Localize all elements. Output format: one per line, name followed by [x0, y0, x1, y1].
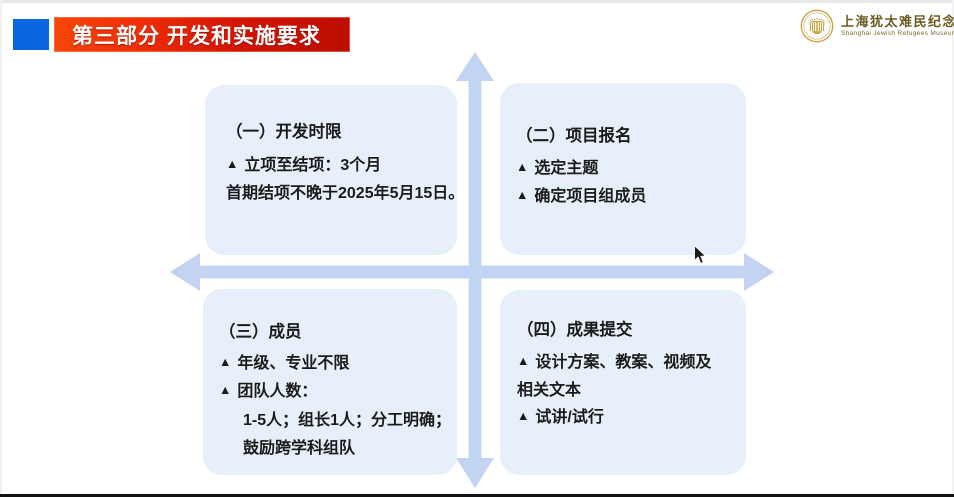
quadrant-2-line-1: ▲ 选定主题 [516, 155, 646, 183]
quadrant-3-line-2: ▲ 团队人数： [219, 378, 451, 406]
quadrant-2-content: （二）项目报名 ▲ 选定主题 ▲ 确定项目组成员 [516, 122, 646, 210]
triangle-bullet-icon: ▲ [516, 160, 529, 174]
quadrant-4-line-3: ▲ 试讲/试行 [517, 404, 711, 432]
quadrant-3-line-4: 鼓励跨学科组队 [219, 435, 451, 463]
menorah-emblem-icon [800, 9, 834, 43]
quadrant-3-line-1: ▲ 年级、专业不限 [219, 350, 451, 378]
triangle-bullet-icon: ▲ [226, 157, 239, 171]
quadrant-4-line-1: ▲ 设计方案、教案、视频及 [517, 349, 711, 377]
quadrant-3-line-2-text: 团队人数： [237, 383, 318, 401]
quadrant-2-line-2: ▲ 确定项目组成员 [516, 183, 646, 211]
quadrant-2-line-2-text: 确定项目组成员 [534, 187, 647, 205]
quadrant-2-line-1-text: 选定主题 [534, 160, 599, 177]
triangle-bullet-icon: ▲ [516, 187, 529, 202]
horizontal-axis-arrow [170, 253, 774, 291]
quadrant-1-line-1: ▲ 立项至结项：3个月 [226, 152, 464, 180]
quadrant-1-line-1-text: 立项至结项：3个月 [244, 157, 382, 174]
quadrant-4-title: （四）成果提交 [517, 321, 633, 339]
museum-name-en: Shanghai Jewish Refugees Museum [841, 30, 954, 37]
quadrant-box-3 [203, 289, 457, 475]
quadrant-4-line-2: 相关文本 [517, 377, 711, 405]
quadrant-4-line-1-text: 设计方案、教案、视频及 [535, 354, 712, 371]
quadrant-4-line-3-text: 试讲/试行 [535, 409, 604, 427]
quadrant-3-line-1-text: 年级、专业不限 [237, 355, 350, 372]
triangle-bullet-icon: ▲ [517, 354, 530, 368]
quadrant-1-title: （一）开发时限 [226, 123, 342, 141]
page-title: 第三部分 开发和实施要求 [72, 24, 321, 48]
quadrant-4-line-2-text: 相关文本 [517, 381, 582, 399]
museum-name-cn: 上海犹太难民纪念馆 [841, 13, 954, 29]
mouse-pointer-icon [694, 245, 707, 264]
frame-edge-top [0, 0, 954, 3]
quadrant-box-1 [205, 85, 457, 255]
quadrant-3-title: （三）成员 [219, 323, 302, 341]
frame-edge-left [0, 0, 2, 494]
quadrant-3-line-3-text: 1-5人；组长1人；分工明确； [243, 411, 452, 429]
header-banner: 第三部分 开发和实施要求 [54, 17, 350, 52]
quadrant-3-line-3: 1-5人；组长1人；分工明确； [219, 407, 451, 435]
quadrant-1-content: （一）开发时限 ▲ 立项至结项：3个月 首期结项不晚于2025年5月15日。 [226, 118, 464, 207]
quadrant-3-line-4-text: 鼓励跨学科组队 [243, 440, 356, 458]
triangle-bullet-icon: ▲ [219, 383, 232, 398]
museum-logo: 上海犹太难民纪念馆 Shanghai Jewish Refugees Museu… [800, 9, 954, 43]
triangle-bullet-icon: ▲ [219, 355, 232, 369]
quadrant-box-4 [500, 290, 746, 475]
quadrant-4-content: （四）成果提交 ▲ 设计方案、教案、视频及 相关文本 ▲ 试讲/试行 [517, 316, 711, 432]
frame-edge-right [952, 0, 954, 494]
triangle-bullet-icon: ▲ [517, 409, 530, 424]
quadrant-1-line-2-text: 首期结项不晚于2025年5月15日。 [226, 184, 465, 202]
museum-logo-text: 上海犹太难民纪念馆 Shanghai Jewish Refugees Museu… [841, 13, 954, 37]
frame-edge-bottom [0, 494, 954, 497]
quadrant-3-content: （三）成员 ▲ 年级、专业不限 ▲ 团队人数： 1-5人；组长1人；分工明确； 鼓励… [219, 318, 451, 464]
header-accent-square [13, 19, 49, 50]
quadrant-box-2 [500, 83, 746, 255]
quadrant-2-title: （二）项目报名 [516, 127, 632, 145]
quadrant-1-line-2: 首期结项不晚于2025年5月15日。 [226, 180, 464, 208]
